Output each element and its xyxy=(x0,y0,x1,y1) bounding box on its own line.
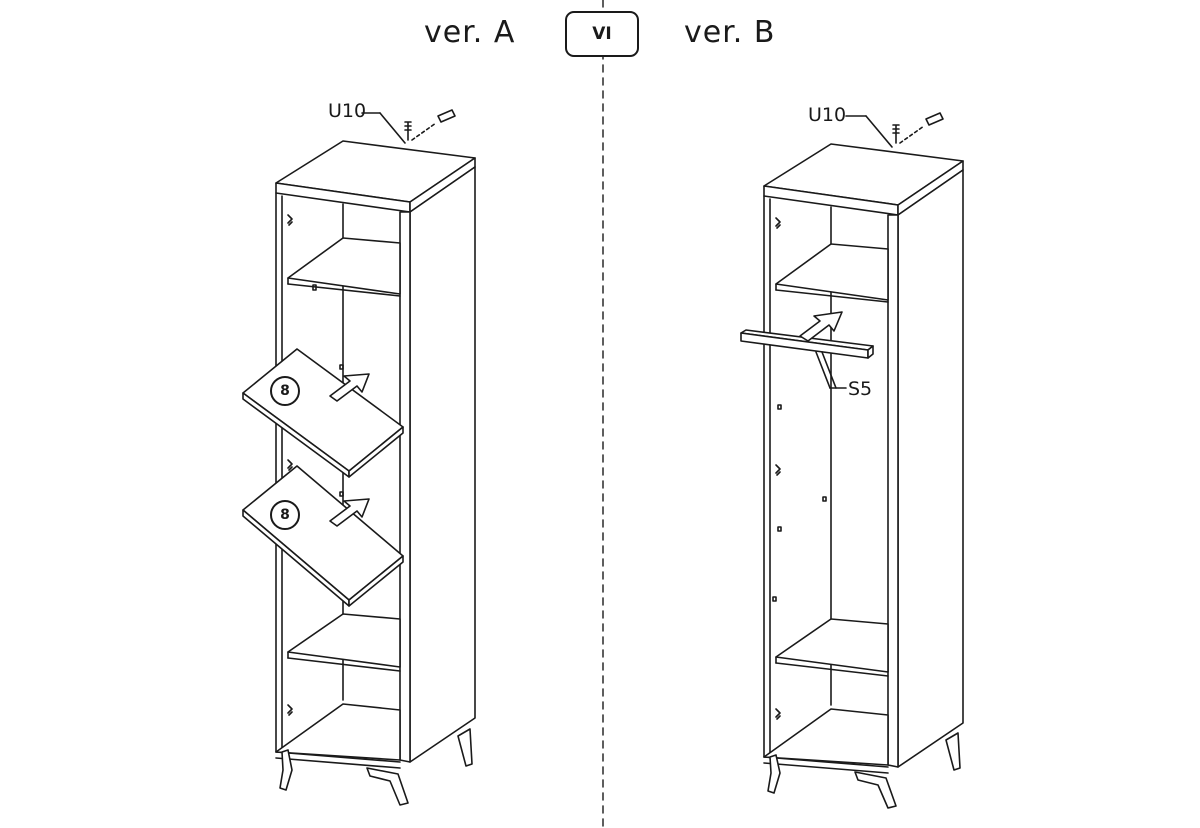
leg xyxy=(457,728,473,767)
insert-arrow xyxy=(329,498,370,527)
upper-shelf xyxy=(775,243,889,301)
lower-shelf xyxy=(775,618,889,673)
version-b-label: ver. B xyxy=(684,15,776,50)
step-badge: VI xyxy=(565,11,639,57)
cabinet-version-a xyxy=(242,109,476,806)
right-side-panel xyxy=(897,169,964,768)
dowel-icon xyxy=(437,109,456,123)
screw-icon xyxy=(892,124,900,144)
leg xyxy=(854,771,897,809)
version-a-label: ver. A xyxy=(424,15,516,50)
leg xyxy=(279,749,293,791)
leg xyxy=(767,754,781,794)
screw-part-label-b: U10 xyxy=(808,104,847,126)
shelf-part-callout-1: 8 xyxy=(270,376,300,406)
rail-leader xyxy=(815,351,831,389)
insert-arrow xyxy=(329,373,370,402)
leg xyxy=(366,767,409,806)
screw-icon xyxy=(404,121,412,141)
dowel-icon xyxy=(925,112,944,126)
shelf-part-callout-2: 8 xyxy=(270,500,300,530)
hinge xyxy=(775,708,781,720)
hinge xyxy=(287,214,293,226)
upper-shelf xyxy=(287,237,401,295)
insert-arrow xyxy=(799,311,843,342)
hinge xyxy=(287,459,293,471)
hinge xyxy=(775,464,781,476)
hinge xyxy=(287,704,293,716)
bottom-panel xyxy=(275,703,401,761)
screw-part-label-a: U10 xyxy=(328,100,367,122)
bottom-panel xyxy=(763,708,889,766)
right-side-panel xyxy=(409,166,476,763)
rail-part-label: S5 xyxy=(848,378,873,400)
leg xyxy=(945,732,961,771)
cabinet-version-b xyxy=(740,112,964,809)
lower-shelf xyxy=(287,613,401,668)
hinge xyxy=(775,217,781,229)
